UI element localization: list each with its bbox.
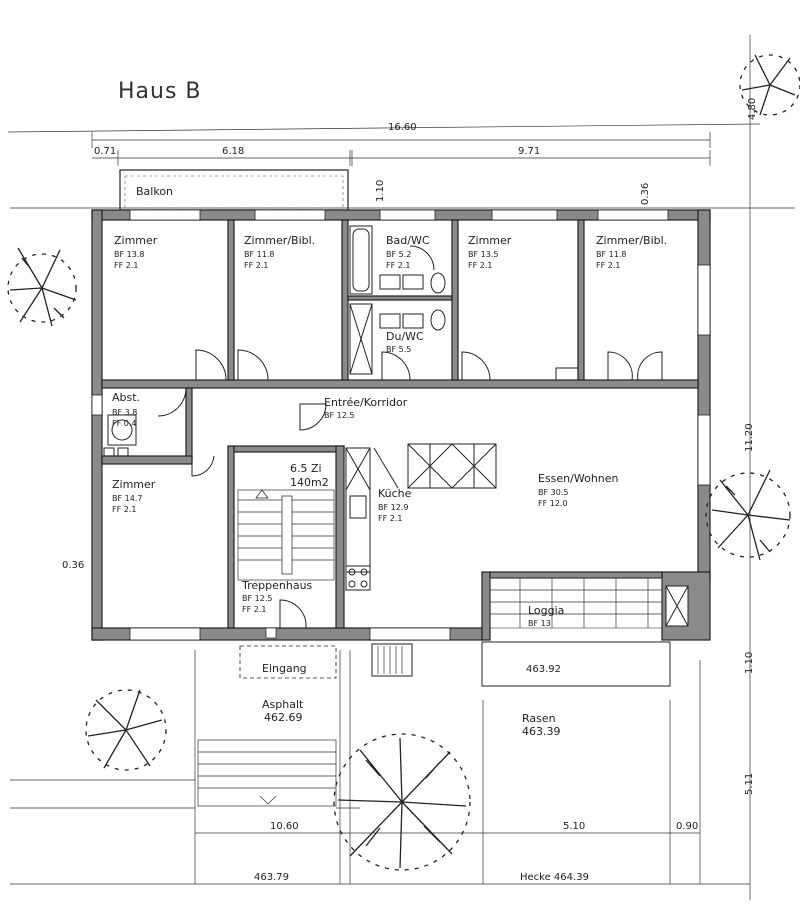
zimmer3-bf: BF 14.7 [112, 494, 142, 503]
tree-icon [705, 469, 791, 561]
essen-ff: FF 12.0 [538, 499, 568, 508]
storage-fixtures [103, 414, 137, 457]
treppenhaus-bf: BF 12.5 [242, 594, 272, 603]
apartment-rooms: 6.5 Zi [290, 462, 322, 475]
loggia-level: 463.92 [526, 664, 561, 675]
zimmer-bibl1-name: Zimmer/Bibl. [244, 234, 315, 247]
zimmer-bibl2-ff: FF 2.1 [596, 261, 620, 270]
dim-front-depth: 1.10 [744, 652, 755, 674]
zimmer-bibl2-name: Zimmer/Bibl. [596, 234, 667, 247]
dim-bottom-left: 10.60 [270, 821, 299, 832]
zimmer-bibl1-ff: FF 2.1 [244, 261, 268, 270]
bottom-level: 463.79 [254, 872, 289, 883]
dim-right-top: 4.80 [747, 98, 758, 120]
tree-icon [333, 733, 471, 871]
staircase [237, 489, 335, 639]
zimmer2-ff: FF 2.1 [468, 261, 492, 270]
dimension-top: 16.60 0.71 6.18 9.71 4.80 0.36 1.10 11.2… [62, 98, 758, 834]
dim-balcony-depth: 1.10 [375, 180, 386, 202]
asphalt-level: 462.69 [264, 711, 303, 724]
bad-ff: FF 2.1 [386, 261, 410, 270]
windows [91, 209, 711, 641]
loggia: 463.92 [481, 577, 689, 687]
abst-name: Abst. [112, 391, 140, 404]
du-bf: BF 5.5 [386, 345, 411, 354]
entree-name: Entrée/Korridor [324, 396, 408, 409]
tree-icon [85, 689, 167, 771]
doors [157, 245, 663, 629]
treppenhaus-ff: FF 2.1 [242, 605, 266, 614]
zimmer-bibl2-bf: BF 11.8 [596, 250, 626, 259]
plan-title: Haus B [118, 79, 202, 104]
zimmer1-bf: BF 13.8 [114, 250, 144, 259]
essen-bf: BF 30.5 [538, 488, 568, 497]
rasen-level: 463.39 [522, 725, 561, 738]
hecke-label: Hecke 464.39 [520, 872, 589, 883]
zimmer3-name: Zimmer [112, 478, 156, 491]
zimmer1-ff: FF 2.1 [114, 261, 138, 270]
zimmer1-name: Zimmer [114, 234, 158, 247]
zimmer-bibl1-bf: BF 11.8 [244, 250, 274, 259]
entrance: Eingang [239, 643, 413, 679]
bathroom-fixtures [349, 225, 579, 381]
kueche-bf: BF 12.9 [378, 503, 408, 512]
loggia-name: Loggia [528, 604, 564, 617]
treppenhaus-name: Treppenhaus [241, 579, 313, 592]
tree-icon [7, 247, 77, 327]
abst-bf: BF 3.8 [112, 408, 137, 417]
abst-ff: FF 0.4 [112, 419, 136, 428]
zimmer2-name: Zimmer [468, 234, 512, 247]
dim-right-width: 9.71 [518, 146, 540, 157]
apartment-area: 140m2 [290, 476, 329, 489]
zimmer2-bf: BF 13.5 [468, 250, 498, 259]
dim-left-width: 6.18 [222, 146, 244, 157]
asphalt-label: Asphalt [262, 698, 304, 711]
dim-wall-right: 0.36 [640, 183, 651, 205]
entree-bf: BF 12.5 [324, 411, 354, 420]
dim-bottom-right: 0.90 [676, 821, 698, 832]
du-name: Du/WC [386, 330, 424, 343]
rasen-label: Rasen [522, 712, 556, 725]
interior-walls [101, 219, 699, 629]
kueche-ff: FF 2.1 [378, 514, 402, 523]
dim-wall-left: 0.36 [62, 560, 84, 571]
dim-yard-depth: 5.11 [744, 773, 755, 795]
room-labels: Zimmer BF 13.8 FF 2.1 Zimmer/Bibl. BF 11… [112, 234, 667, 628]
kueche-name: Küche [378, 487, 412, 500]
outdoor-labels: Asphalt 462.69 Rasen 463.39 463.79 Hecke… [254, 698, 589, 883]
dim-left-offset: 0.71 [94, 146, 116, 157]
dim-bottom-mid: 5.10 [563, 821, 585, 832]
outdoor-steps [197, 739, 337, 807]
loggia-bf: BF 13 [528, 619, 551, 628]
zimmer3-ff: FF 2.1 [112, 505, 136, 514]
bad-bf: BF 5.2 [386, 250, 411, 259]
bad-name: Bad/WC [386, 234, 430, 247]
dim-total-width: 16.60 [388, 122, 417, 133]
tree-icons [7, 54, 800, 871]
kitchen-fixtures [345, 443, 497, 591]
tree-icon [739, 54, 800, 116]
dim-right-depth: 11.20 [744, 423, 755, 452]
balcony: Balkon [119, 169, 349, 211]
essen-name: Essen/Wohnen [538, 472, 619, 485]
balcony-label: Balkon [136, 185, 173, 198]
entrance-label: Eingang [262, 662, 307, 675]
